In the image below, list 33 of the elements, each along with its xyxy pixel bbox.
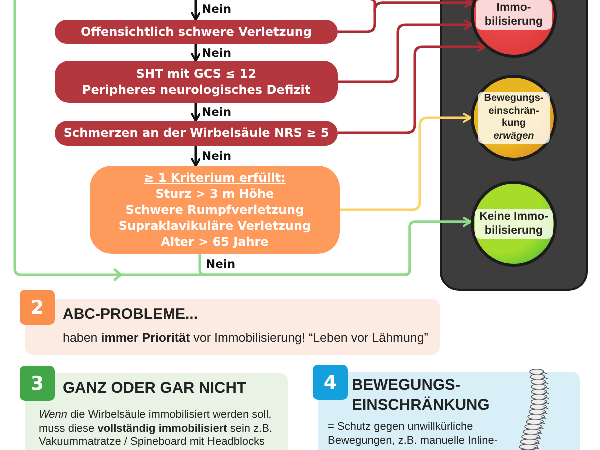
box-text: SHT mit GCS ≤ 12 xyxy=(136,66,257,82)
step-number: 2 xyxy=(20,290,55,325)
step-number: 4 xyxy=(313,365,348,400)
box-heading: ≥ 1 Kriterium erfüllt: xyxy=(144,170,286,186)
lamp-label: Keine Immo- bilisierung xyxy=(475,208,553,240)
box-text: Supraklavikuläre Verletzung xyxy=(118,218,312,234)
card-text: = Schutz gegen unwillkürliche Bewegungen, z.B. manuelle Inline- xyxy=(328,421,499,448)
info-card xyxy=(25,299,440,355)
box-text: Schmerzen an der Wirbelsäule NRS ≥ 5 xyxy=(64,125,330,142)
info-card xyxy=(318,372,580,450)
edge-label: Nein xyxy=(204,257,238,271)
step-number: 3 xyxy=(20,366,55,401)
decision-box xyxy=(55,20,338,44)
decision-box xyxy=(55,61,338,103)
edge-label: Nein xyxy=(200,105,234,119)
edge-label: Nein xyxy=(200,46,234,60)
criteria-box xyxy=(90,166,340,254)
box-text: Sturz > 3 m Höhe xyxy=(156,186,274,202)
box-text: Alter > 65 Jahre xyxy=(161,234,269,250)
lamp-label: Immo- bilisierung xyxy=(476,0,552,30)
info-card xyxy=(25,373,288,450)
card-text: haben immer Priorität vor Immobilisierung! “Leben vor Lähmung” xyxy=(63,330,430,346)
card-heading: ABC-PROBLEME... xyxy=(63,305,199,325)
decision-box xyxy=(55,121,338,146)
box-text: Offensichtlich schwere Verletzung xyxy=(81,24,312,40)
card-heading: BEWEGUNGS- EINSCHRÄNKUNG xyxy=(352,376,491,416)
edge-label: Nein xyxy=(200,149,234,163)
edge-label: Nein xyxy=(200,2,234,16)
box-text: Peripheres neurologisches Defizit xyxy=(82,82,311,98)
box-text: Schwere Rumpfverletzung xyxy=(126,202,304,218)
lamp-label: Bewegungs- einschrän- kung erwägen xyxy=(478,92,550,144)
card-heading: GANZ ODER GAR NICHT xyxy=(63,379,248,399)
card-text: Wenn die Wirbelsäule immobilisiert werden soll, muss diese vollständig immobilisiert sein z.B. Vakuummatratze / Spineboard mit Headblocks xyxy=(39,409,274,450)
